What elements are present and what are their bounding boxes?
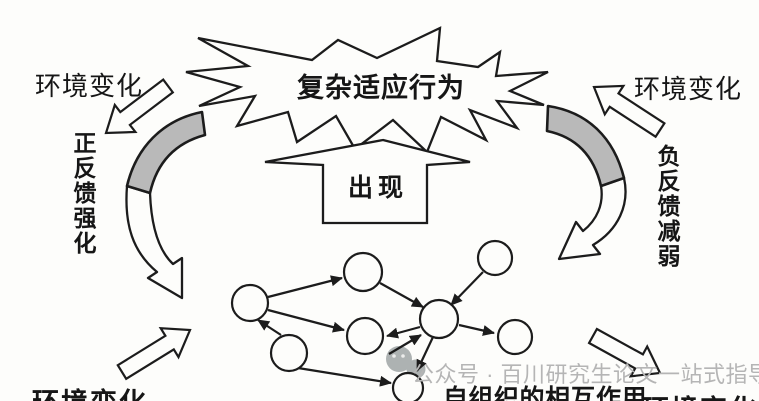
network-node-bottom: [391, 371, 425, 401]
env-arrow-bottom-left: [116, 326, 192, 381]
network-node-lower-left: [269, 333, 309, 373]
emergence-label: 出现: [347, 175, 408, 202]
network-layer: [230, 239, 534, 401]
left-feedback-arrow-gray: [125, 110, 207, 195]
network-node-hub: [418, 298, 460, 340]
positive-feedback-label: 正反馈强化: [70, 131, 95, 256]
env-arrow-bottom-right: [587, 327, 662, 378]
network-edge-lower-left-bottom: [297, 366, 392, 387]
env-arrow-top-left: [104, 78, 175, 135]
env-change-label-top-left: 环境变化: [35, 72, 144, 101]
right-feedback-arrow-gray: [545, 104, 626, 188]
network-node-left: [230, 283, 270, 323]
network-edge-top-right-hub: [450, 271, 484, 306]
network-edge-top-middle-hub: [379, 282, 424, 308]
network-edge-hub-right: [458, 323, 495, 336]
network-edge-hub-bottom: [416, 336, 434, 372]
env-change-label-bottom-right: 环境变化: [642, 388, 758, 401]
network-edge-left-top-middle: [267, 275, 343, 299]
network-node-top-right: [476, 239, 514, 277]
network-edge-hub-middle: [386, 325, 421, 339]
complex-adaptive-behavior-label: 复杂适应行为: [297, 73, 465, 103]
network-edge-middle-hub: [388, 334, 422, 355]
env-change-label-bottom-left: 环境变化: [32, 381, 148, 401]
network-node-right: [496, 318, 534, 356]
network-edge-left-middle: [267, 308, 345, 333]
emergence-up-arrow-shape: [264, 138, 471, 225]
network-node-middle: [345, 316, 385, 356]
starburst-shape: [185, 26, 549, 154]
network-node-top-middle: [342, 251, 384, 293]
self-organization-label: 自组织的相互作用: [443, 386, 648, 401]
env-change-label-top-right: 环境变化: [634, 75, 743, 104]
env-arrow-top-right: [592, 84, 666, 139]
watermark-text: 公众号 · 百川研究生论文一站式指导: [412, 362, 759, 387]
left-feedback-arrow-white: [125, 184, 184, 300]
right-feedback-arrow-white: [557, 176, 627, 261]
negative-feedback-label: 负反馈减弱: [654, 144, 679, 269]
network-edge-lower-left-left: [257, 319, 282, 336]
